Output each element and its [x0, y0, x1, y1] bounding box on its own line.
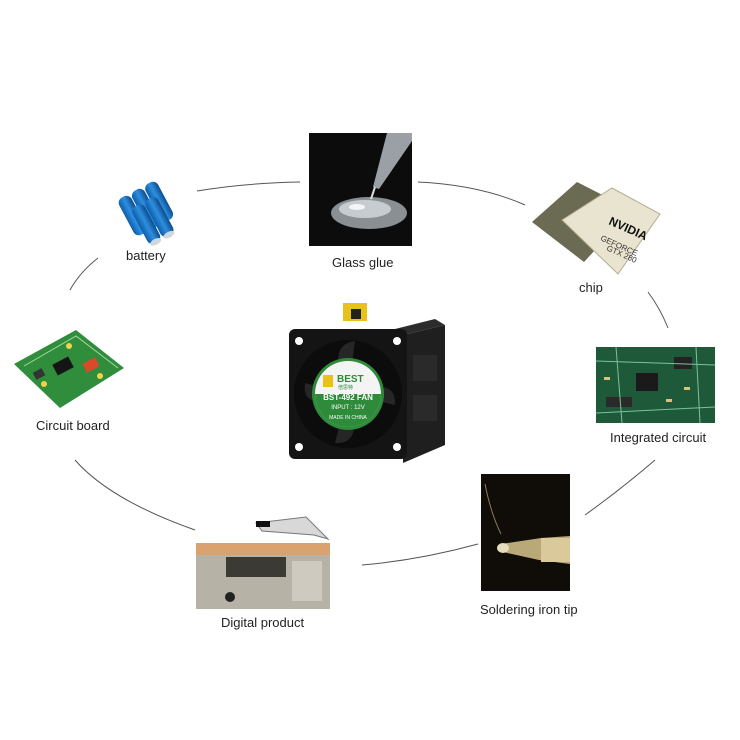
circuit-board-label: Circuit board — [36, 418, 110, 433]
best-logo-icon — [323, 375, 333, 387]
glass-glue-label: Glass glue — [332, 255, 394, 270]
digital-label: Digital product — [221, 615, 305, 630]
arc-chip-ic — [647, 291, 669, 329]
integrated-circuit-icon — [596, 347, 715, 423]
arc-circuit-battery — [69, 257, 99, 291]
chip-label: chip — [579, 280, 603, 295]
arc-ic-solder — [584, 459, 656, 516]
arc-glue-chip — [417, 181, 526, 206]
arc-battery-glue — [196, 181, 301, 192]
fan-image: BEST 倍思特 BST-492 FAN INPUT : 12V MADE IN… — [289, 303, 445, 463]
phone-board-icon — [196, 516, 330, 609]
chip-icon: NVIDIA GEFORCE GTX 280 — [532, 182, 661, 275]
circuit-board-icon — [14, 330, 124, 408]
soldering-iron-icon — [481, 474, 570, 591]
fan-origin: MADE IN CHINA — [329, 415, 367, 421]
soldering-label: Soldering iron tip — [480, 602, 578, 617]
fan-brand: BEST — [337, 374, 364, 385]
fan-brand-sub: 倍思特 — [338, 384, 353, 391]
battery-icon — [118, 181, 175, 246]
battery-label: battery — [126, 248, 166, 263]
integrated-circuit-label: Integrated circuit — [610, 430, 707, 445]
glass-glue-icon — [309, 133, 412, 246]
arc-solder-digital — [361, 543, 479, 566]
fan-input: INPUT : 12V — [331, 405, 365, 411]
arc-digital-circuit — [74, 459, 196, 531]
fan-model: BST-492 FAN — [323, 393, 373, 402]
